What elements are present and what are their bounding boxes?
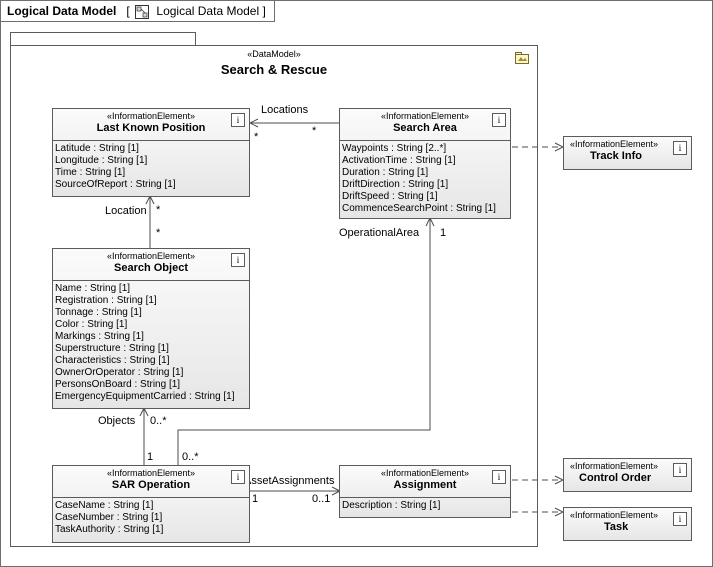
class-name: Search Area [393, 122, 457, 134]
class-track-info[interactable]: «InformationElement» Track Info i [563, 136, 692, 170]
attribute: CommenceSearchPoint : String [1] [342, 203, 496, 214]
diagram-title-tab[interactable]: Logical Data Model [ Logical Data Model … [1, 1, 275, 22]
attribute-list: Waypoints : String [2..*] ActivationTime… [340, 141, 510, 215]
attribute-list: Description : String [1] [340, 498, 510, 512]
location-mult-target: * [156, 204, 161, 216]
info-icon[interactable]: i [673, 141, 687, 155]
asset-assignments-mult-target: 0..1 [312, 493, 331, 505]
location-role-label: Location [105, 205, 147, 217]
objects-role-label: Objects [98, 415, 136, 427]
info-icon[interactable]: i [231, 253, 245, 267]
locations-mult-target: * [254, 131, 259, 143]
attribute: Duration : String [1] [342, 167, 429, 178]
class-stereotype: «InformationElement» [380, 468, 470, 478]
attribute: DriftSpeed : String [1] [342, 191, 438, 202]
class-stereotype: «InformationElement» [106, 468, 196, 478]
attribute: Description : String [1] [342, 500, 441, 511]
attribute: Waypoints : String [2..*] [342, 143, 447, 154]
class-diagram-icon [135, 4, 150, 19]
locations-role-label: Locations [261, 104, 309, 116]
class-stereotype: «InformationElement» [570, 461, 659, 471]
class-stereotype: «InformationElement» [570, 139, 659, 149]
objects-mult-target: 0..* [150, 415, 167, 427]
attribute-list: Latitude : String [1] Longitude : String… [53, 141, 249, 191]
class-name: Last Known Position [96, 122, 206, 134]
attribute: CaseName : String [1] [55, 500, 154, 511]
diagram-title: Logical Data Model [7, 4, 117, 18]
attribute: PersonsOnBoard : String [1] [55, 379, 181, 390]
class-name: Control Order [579, 472, 652, 484]
class-task[interactable]: «InformationElement» Task i [563, 507, 692, 541]
title-bracket-open: [ [126, 4, 130, 18]
class-name: Task [604, 521, 629, 533]
attribute: Characteristics : String [1] [55, 355, 170, 366]
attribute: OwnerOrOperator : String [1] [55, 367, 184, 378]
attribute: Markings : String [1] [55, 331, 144, 342]
class-name: SAR Operation [111, 479, 191, 491]
class-sar-operation[interactable]: «InformationElement» SAR Operation i Cas… [52, 465, 250, 543]
asset-assignments-mult-source: 1 [252, 493, 259, 505]
package-stereotype: «DataModel» [247, 49, 301, 59]
class-search-object[interactable]: «InformationElement» Search Object i Nam… [52, 248, 250, 409]
info-icon[interactable]: i [673, 512, 687, 526]
data-model-icon [515, 52, 529, 64]
attribute: DriftDirection : String [1] [342, 179, 449, 190]
info-icon[interactable]: i [492, 113, 506, 127]
attribute-list: CaseName : String [1] CaseNumber : Strin… [53, 498, 249, 536]
attribute: Tonnage : String [1] [55, 307, 142, 318]
attribute-list: Name : String [1] Registration : String … [53, 281, 249, 403]
class-last-known-position[interactable]: «InformationElement» Last Known Position… [52, 108, 250, 197]
objects-mult-source: 1 [147, 451, 154, 463]
attribute: Time : String [1] [55, 167, 126, 178]
attribute: Latitude : String [1] [55, 143, 139, 154]
diagram-name: Logical Data Model [156, 4, 260, 18]
class-name: Assignment [393, 479, 457, 491]
locations-arrow [248, 118, 259, 128]
locations-mult-source: * [312, 125, 317, 137]
info-icon[interactable]: i [231, 113, 245, 127]
asset-assignments-role-label: AssetAssignments [244, 475, 335, 487]
class-stereotype: «InformationElement» [106, 251, 196, 261]
attribute: Name : String [1] [55, 283, 131, 294]
attribute: TaskAuthority : String [1] [55, 524, 164, 535]
operational-area-mult-target: 1 [440, 227, 447, 239]
class-stereotype: «InformationElement» [570, 510, 659, 520]
attribute: Color : String [1] [55, 319, 128, 330]
package-name: Search & Rescue [220, 62, 328, 77]
class-control-order[interactable]: «InformationElement» Control Order i [563, 458, 692, 492]
title-bracket-close: ] [262, 4, 266, 18]
attribute: EmergencyEquipmentCarried : String [1] [55, 391, 235, 402]
attribute: Longitude : String [1] [55, 155, 148, 166]
class-stereotype: «InformationElement» [106, 111, 196, 121]
attribute: Superstructure : String [1] [55, 343, 169, 354]
attribute: CaseNumber : String [1] [55, 512, 163, 523]
info-icon[interactable]: i [673, 463, 687, 477]
location-mult-source: * [156, 227, 161, 239]
attribute: ActivationTime : String [1] [342, 155, 456, 166]
operational-area-line [177, 218, 431, 465]
class-stereotype: «InformationElement» [380, 111, 470, 121]
class-assignment[interactable]: «InformationElement» Assignment i Descri… [339, 465, 511, 518]
class-name: Track Info [590, 150, 642, 162]
attribute: SourceOfReport : String [1] [55, 179, 176, 190]
operational-area-mult-source: 0..* [182, 451, 199, 463]
class-name: Search Object [114, 262, 188, 274]
info-icon[interactable]: i [231, 470, 245, 484]
class-search-area[interactable]: «InformationElement» Search Area i Waypo… [339, 108, 511, 219]
info-icon[interactable]: i [492, 470, 506, 484]
operational-area-role-label: OperationalArea [339, 227, 420, 239]
attribute: Registration : String [1] [55, 295, 157, 306]
